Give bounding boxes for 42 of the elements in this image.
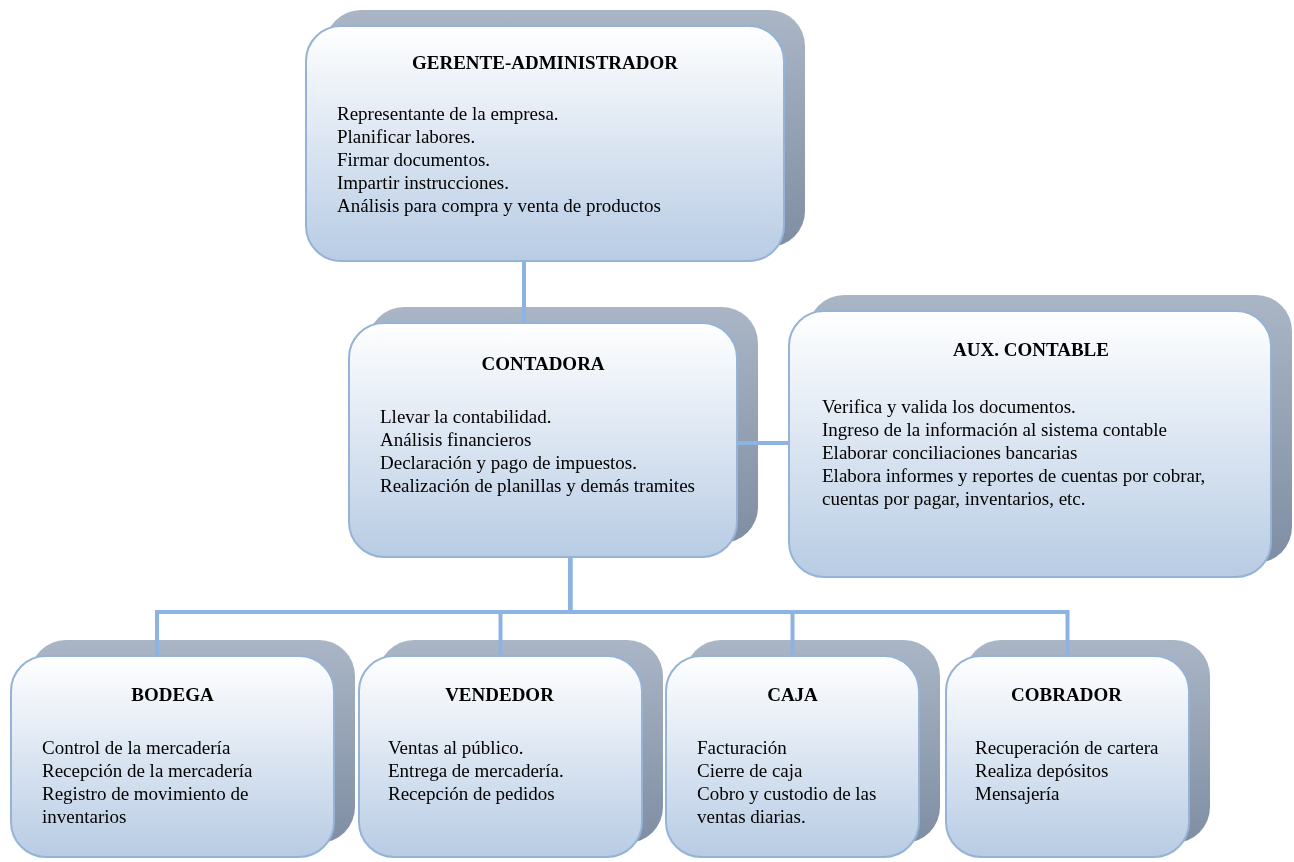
role-box [305, 25, 785, 262]
duty-text: Llevar la contabilidad. [380, 405, 553, 428]
duty-text: Recepción de la mercadería [42, 759, 254, 782]
role-title: VENDEDOR [444, 683, 555, 706]
duty-text: Realiza depósitos [975, 759, 1110, 782]
duty-text: Ventas al público. [388, 736, 525, 759]
duty-text: Cierre de caja [697, 759, 804, 782]
duty-text: Ingreso de la información al sistema contable [822, 418, 1169, 441]
duty-text: Realización de planillas y demás tramites [380, 474, 696, 497]
duty-text: Planificar labores. [337, 125, 477, 148]
role-title: GERENTE-ADMINISTRADOR [411, 51, 679, 74]
duty-text: Registro de movimiento de inventarios [42, 782, 250, 828]
duty-text: Verifica y valida los documentos. [822, 395, 1077, 418]
role-box [665, 655, 920, 858]
role-box [945, 655, 1190, 858]
connector-line [738, 441, 788, 445]
duty-text: Facturación [697, 736, 788, 759]
connector-line [568, 558, 1070, 655]
duty-text: Elabora informes y reportes de cuentas por cobrar, cuentas por pagar, inventarios, etc. [822, 464, 1207, 510]
role-title: CONTADORA [480, 352, 606, 375]
duty-text: Análisis para compra y venta de productos [337, 194, 662, 217]
role-title: AUX. CONTABLE [952, 338, 1110, 361]
duty-text: Control de la mercadería [42, 736, 232, 759]
duty-text: Impartir instrucciones. [337, 171, 510, 194]
role-box [358, 655, 643, 858]
role-title: CAJA [766, 683, 819, 706]
duty-text: Recuperación de cartera [975, 736, 1160, 759]
duty-text: Declaración y pago de impuestos. [380, 451, 638, 474]
duty-text: Cobro y custodio de las ventas diarias. [697, 782, 878, 828]
duty-text: Recepción de pedidos [388, 782, 556, 805]
role-box [348, 322, 738, 558]
duty-text: Entrega de mercadería. [388, 759, 565, 782]
duty-text: Elaborar conciliaciones bancarias [822, 441, 1079, 464]
duty-text: Firmar documentos. [337, 148, 492, 171]
role-box [10, 655, 335, 858]
role-title: COBRADOR [1010, 683, 1123, 706]
duty-text: Mensajería [975, 782, 1061, 805]
role-title: BODEGA [130, 683, 215, 706]
duty-text: Análisis financieros [380, 428, 533, 451]
role-box [788, 310, 1272, 578]
duty-text: Representante de la empresa. [337, 102, 560, 125]
connector-line [522, 262, 526, 322]
